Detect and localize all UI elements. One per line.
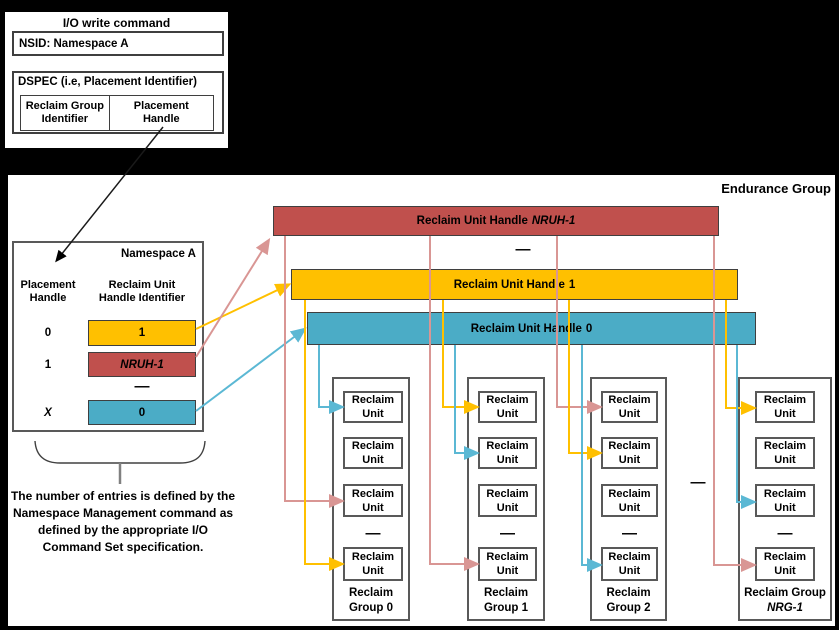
- note-line-3: defined by the appropriate I/O: [37, 523, 209, 537]
- reclaim-unit: Reclaim Unit: [601, 547, 658, 581]
- reclaim-unit: Reclaim Unit: [755, 391, 815, 423]
- reclaim-unit: Reclaim Unit: [755, 437, 815, 469]
- units-ellipsis-dash: —: [500, 525, 515, 542]
- placement-handle-1: 1: [44, 358, 52, 371]
- reclaim-unit: Reclaim Unit: [343, 391, 403, 423]
- reclaim-group-0-box: Reclaim Unit Reclaim Unit Reclaim Unit —…: [332, 377, 410, 621]
- reclaim-unit: Reclaim Unit: [601, 437, 658, 469]
- reclaim-group-nrg1-label: Reclaim Group NRG-1: [744, 587, 826, 614]
- reclaim-unit-handle-0-bar: Reclaim Unit Handle 0: [307, 312, 756, 345]
- reclaim-group-identifier-cell: Reclaim Group Identifier: [20, 95, 110, 131]
- units-ellipsis-dash: —: [622, 525, 637, 542]
- endurance-group-label: Endurance Group: [721, 181, 831, 196]
- reclaim-unit-handle-1-bar: Reclaim Unit Handle 1: [291, 269, 738, 300]
- reclaim-unit: Reclaim Unit: [478, 484, 537, 517]
- reclaim-unit: Reclaim Unit: [478, 391, 537, 423]
- reclaim-unit: Reclaim Unit: [343, 547, 403, 581]
- namespace-a-title: Namespace A: [120, 248, 196, 260]
- placement-handle-x: X: [44, 406, 52, 419]
- reclaim-unit: Reclaim Unit: [343, 437, 403, 469]
- nsid-field: NSID: Namespace A: [12, 31, 224, 56]
- table-ellipsis-dash: —: [134, 378, 150, 395]
- reclaim-group-1-box: Reclaim Unit Reclaim Unit Reclaim Unit —…: [467, 377, 545, 621]
- io-write-command-title: I/O write command: [62, 16, 171, 30]
- ruh-identifier-column-header: Reclaim Unit Handle Identifier: [98, 279, 186, 304]
- note-line-4: Command Set specification.: [42, 540, 204, 554]
- namespace-a-table: Namespace A Placement Handle Reclaim Uni…: [12, 241, 204, 432]
- reclaim-group-1-label: Reclaim Group 1: [483, 587, 529, 614]
- reclaim-unit: Reclaim Unit: [601, 484, 658, 517]
- units-ellipsis-dash: —: [365, 525, 381, 542]
- placement-handle-cell: Placement Handle: [109, 95, 214, 131]
- reclaim-unit-handle-nruh1-bar: Reclaim Unit Handle NRUH-1: [273, 206, 719, 236]
- ruh-id-cell-0: 0: [88, 400, 196, 425]
- groups-ellipsis-dash: —: [690, 474, 706, 491]
- handles-ellipsis-dash: —: [515, 241, 531, 258]
- reclaim-unit: Reclaim Unit: [478, 547, 537, 581]
- reclaim-group-2-box: Reclaim Unit Reclaim Unit Reclaim Unit —…: [590, 377, 667, 621]
- dspec-title: DSPEC (i.e, Placement Identifier): [18, 76, 197, 88]
- reclaim-unit: Reclaim Unit: [343, 484, 403, 517]
- dspec-cells: Reclaim Group Identifier Placement Handl…: [20, 95, 214, 131]
- reclaim-unit: Reclaim Unit: [755, 547, 815, 581]
- reclaim-unit: Reclaim Unit: [478, 437, 537, 469]
- placement-handle-column-header: Placement Handle: [20, 279, 76, 304]
- ruh-id-cell-nruh1: NRUH-1: [88, 352, 196, 377]
- reclaim-group-0-label: Reclaim Group 0: [348, 587, 394, 614]
- reclaim-group-2-label: Reclaim Group 2: [606, 587, 651, 614]
- placement-handle-0: 0: [44, 327, 52, 339]
- reclaim-unit: Reclaim Unit: [601, 391, 658, 423]
- dspec-box: DSPEC (i.e, Placement Identifier) Reclai…: [12, 71, 224, 134]
- ruh-id-cell-1: 1: [88, 320, 196, 346]
- units-ellipsis-dash: —: [777, 525, 793, 542]
- reclaim-unit: Reclaim Unit: [755, 484, 815, 517]
- io-write-command-box: I/O write command NSID: Namespace A DSPE…: [3, 10, 230, 150]
- note-line-1: The number of entries is defined by the: [10, 489, 236, 503]
- reclaim-group-nrg1-box: Reclaim Unit Reclaim Unit Reclaim Unit —…: [738, 377, 832, 621]
- note-line-2: Namespace Management command as: [12, 506, 234, 520]
